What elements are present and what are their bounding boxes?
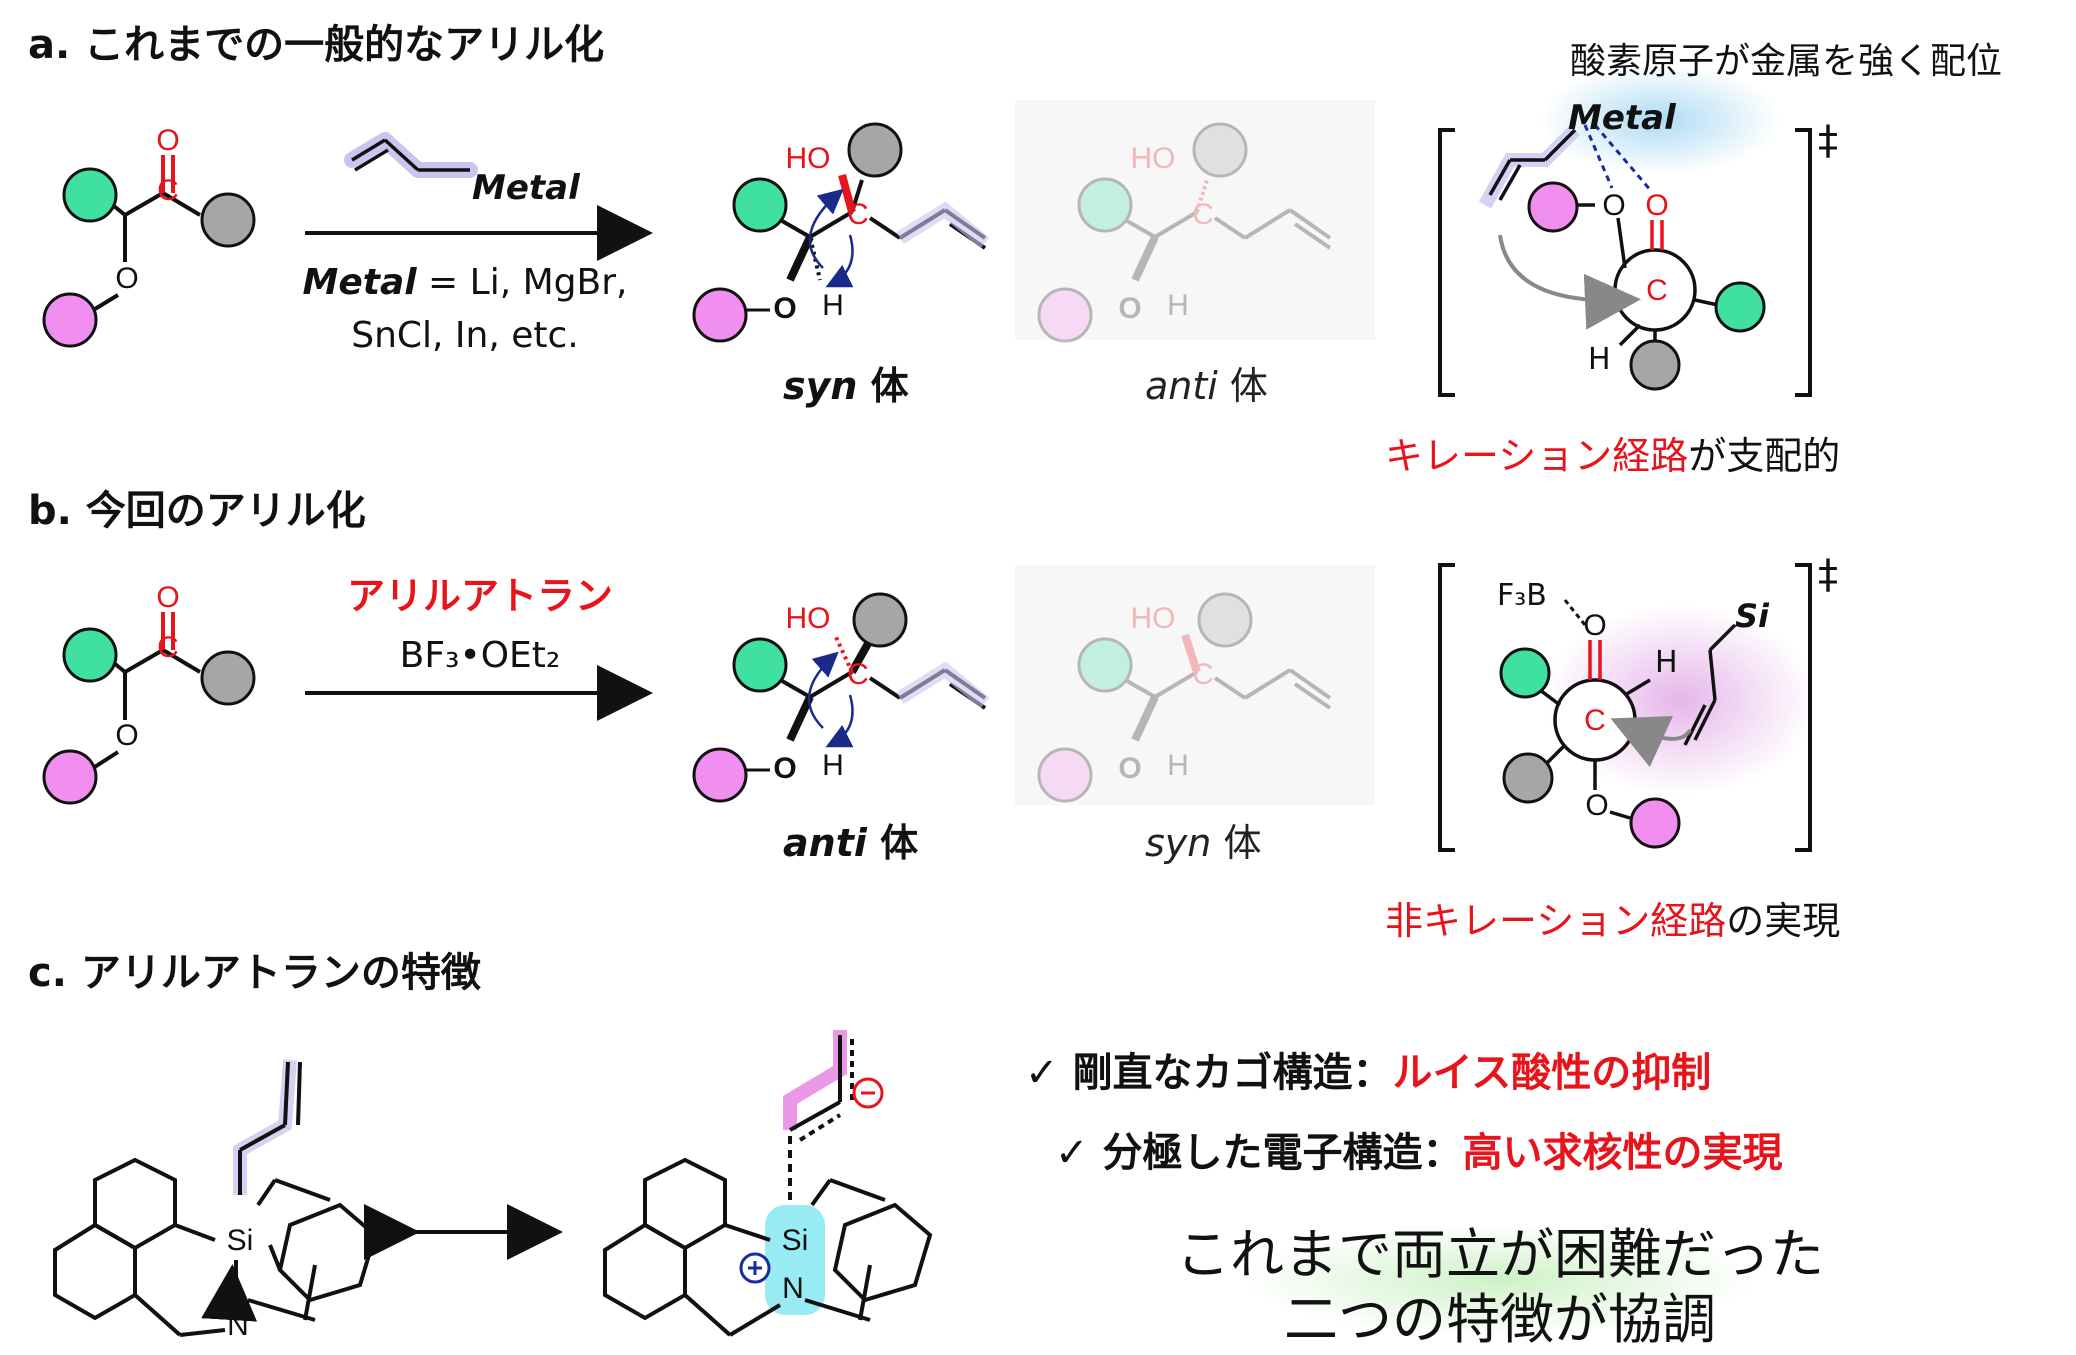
atom-o: O xyxy=(1602,189,1625,222)
summary-line1: これまで両立が困難だった xyxy=(1176,1223,1824,1286)
product-label-anti-b: anti 体 xyxy=(783,821,919,865)
atom-n: N xyxy=(227,1309,249,1342)
dagger-b: ‡ xyxy=(1818,552,1838,598)
atom-o: O xyxy=(115,719,138,752)
atom-ho: HO xyxy=(786,602,831,635)
atom-ho: HO xyxy=(1131,142,1176,175)
product-label-syn-b: syn 体 xyxy=(1145,821,1262,865)
atom-c: C xyxy=(1646,274,1668,307)
atom-h: H xyxy=(822,289,844,322)
atom-c: C xyxy=(1584,704,1606,737)
product-label-syn-a: syn 体 xyxy=(783,364,909,408)
feature-rigid-cage: ✓ 剛直なカゴ構造：ルイス酸性の抑制 xyxy=(1025,1050,1712,1096)
atom-o: O xyxy=(773,752,796,785)
atom-n: N xyxy=(782,1272,804,1305)
ts-bracket-a xyxy=(1438,128,1812,397)
atom-o: O xyxy=(1118,752,1141,785)
substrate-b xyxy=(88,612,202,772)
ts-bracket-b xyxy=(1438,563,1812,852)
conditions-b: BF₃•OEt₂ xyxy=(399,635,561,676)
atom-si: Si xyxy=(227,1224,254,1257)
ts-si-label: Si xyxy=(1735,597,1770,635)
product-label-anti-a: anti 体 xyxy=(1145,364,1268,408)
atom-h: H xyxy=(1167,289,1189,322)
allylatrane-right xyxy=(603,1035,933,1337)
allylatrane-left xyxy=(53,1061,378,1337)
product-syn-faded-b: HO C O H xyxy=(1037,592,1332,803)
atom-c: C xyxy=(1192,198,1214,231)
atom-o: O xyxy=(1645,189,1668,222)
section-c-title: c. アリルアトランの特徴 xyxy=(28,950,481,996)
atom-h: H xyxy=(822,749,844,782)
atom-o: O xyxy=(156,581,179,614)
ts-metal-label: Metal xyxy=(1568,98,1676,138)
atom-ho: HO xyxy=(786,142,831,175)
pathway-label-b: 非キレーション経路の実現 xyxy=(1385,899,1841,943)
product-syn-a xyxy=(762,173,987,282)
atom-c: C xyxy=(157,174,179,207)
atom-o: O xyxy=(1583,609,1606,642)
allyl-reagent-a xyxy=(351,138,470,172)
ts-note-a: 酸素原子が金属を強く配位 xyxy=(1570,41,2003,82)
atom-ho: HO xyxy=(1131,602,1176,635)
ts-bf3-label: F₃B xyxy=(1497,578,1547,613)
conditions-a-line2: SnCl, In, etc. xyxy=(351,315,579,356)
atom-o: O xyxy=(773,292,796,325)
pathway-label-a: キレーション経路が支配的 xyxy=(1385,434,1841,478)
atom-o: O xyxy=(156,124,179,157)
summary-line2: 二つの特徴が協調 xyxy=(1284,1288,1716,1351)
ts-h-b: H xyxy=(1655,645,1678,680)
atom-o: O xyxy=(115,262,138,295)
section-a-title: a. これまでの一般的なアリル化 xyxy=(28,22,605,68)
dagger-a: ‡ xyxy=(1818,118,1838,164)
atom-o: O xyxy=(1118,292,1141,325)
atom-h: H xyxy=(1167,749,1189,782)
ts-h-a: H xyxy=(1588,342,1611,377)
reagent-metal-label: Metal xyxy=(472,168,580,208)
atom-c: C xyxy=(157,631,179,664)
atom-o: O xyxy=(1585,789,1608,822)
atom-c: C xyxy=(847,198,869,231)
atom-c: C xyxy=(1192,658,1214,691)
conditions-a-line1: Metal = Li, MgBr, xyxy=(302,262,628,303)
atom-si: Si xyxy=(782,1224,809,1257)
section-b-title: b. 今回のアリル化 xyxy=(28,488,366,534)
feature-polarized: ✓ 分極した電子構造：高い求核性の実現 xyxy=(1055,1130,1783,1176)
product-anti-b xyxy=(762,634,987,742)
reagent-allylatrane: アリルアトラン xyxy=(346,574,613,618)
atom-c: C xyxy=(847,658,869,691)
product-anti-faded-a: HO C O H xyxy=(1037,122,1332,343)
